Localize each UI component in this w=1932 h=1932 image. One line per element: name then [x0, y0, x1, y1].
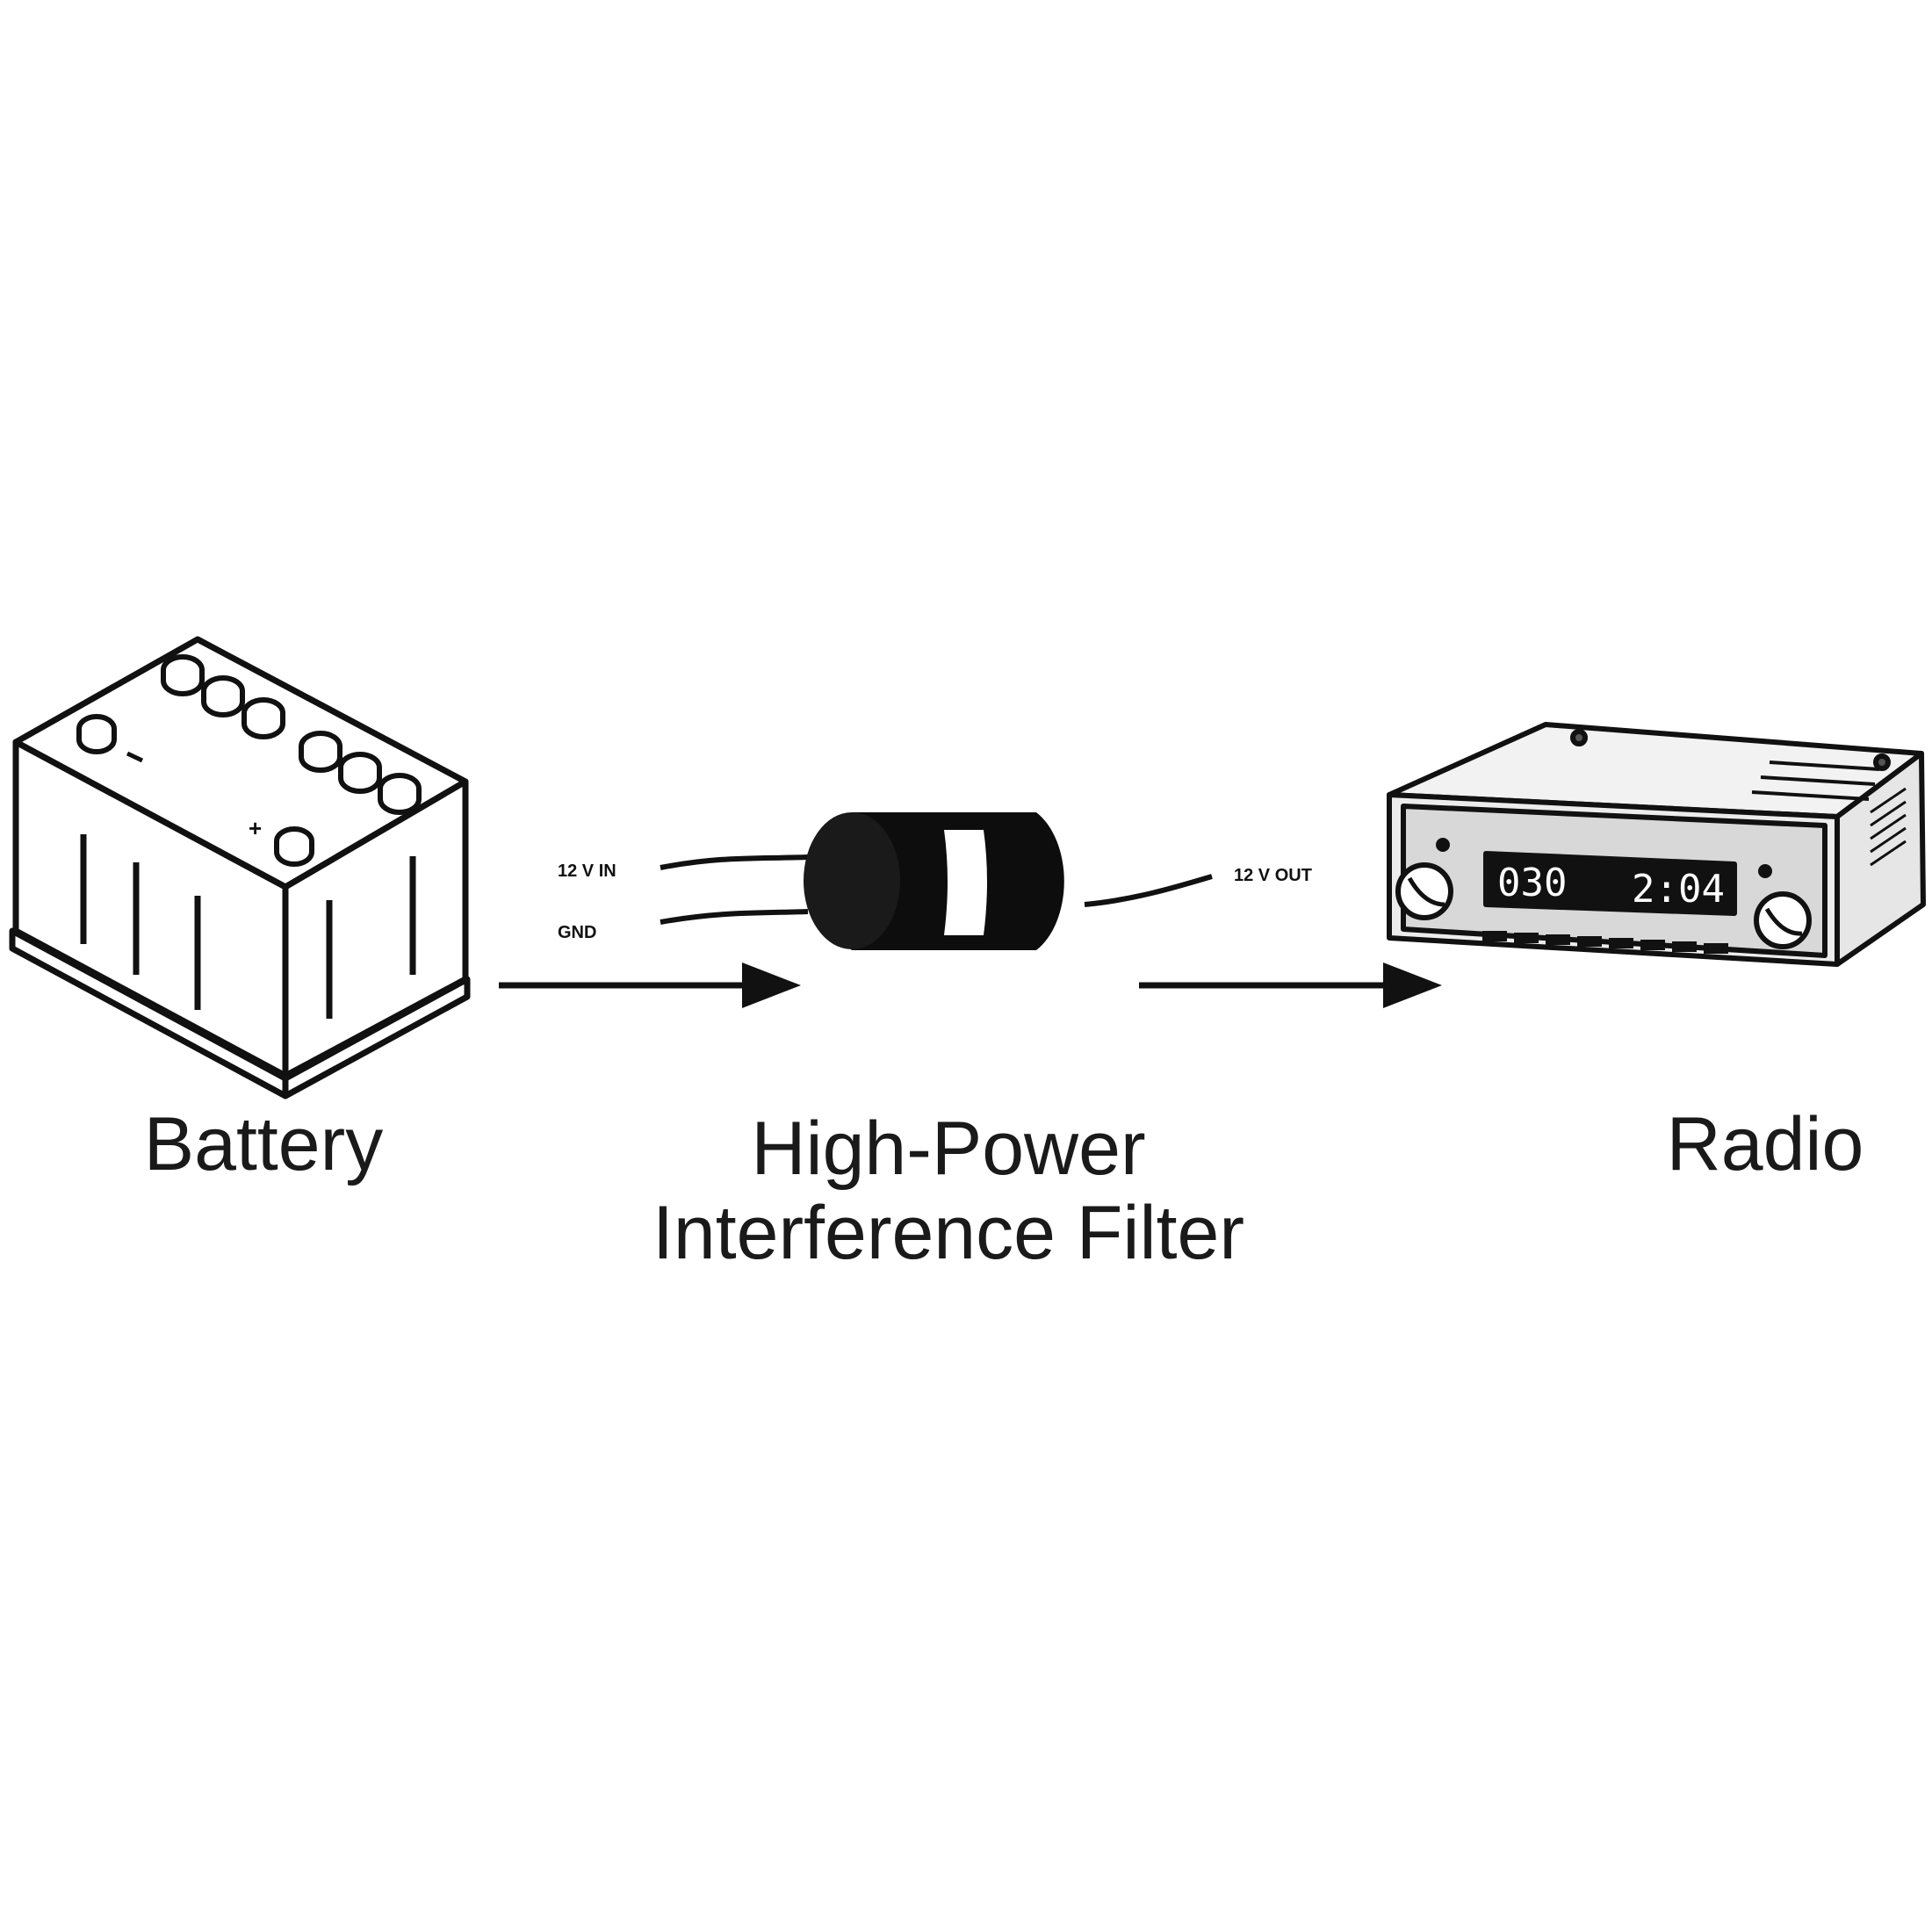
- filter-coil-icon: [660, 812, 1213, 950]
- filter-label-line-1: High-Power: [751, 1107, 1146, 1191]
- battery-label: Battery: [143, 1102, 384, 1186]
- arrow-icon: [1139, 962, 1442, 1008]
- wire-label-12v-out: 12 V OUT: [1234, 866, 1312, 885]
- radio-display-channel: 030: [1497, 861, 1567, 905]
- wire-label-ground: GND: [558, 923, 596, 942]
- radio-label: Radio: [1666, 1102, 1864, 1186]
- battery-icon: +: [9, 636, 471, 1099]
- filter-label-line-2: Interference Filter: [652, 1191, 1244, 1275]
- arrow-icon: [499, 962, 801, 1008]
- wire-label-12v-in: 12 V IN: [558, 861, 616, 881]
- svg-text:+: +: [249, 815, 262, 841]
- radio-display-time: 2:04: [1632, 867, 1725, 912]
- car-radio-icon: [1387, 722, 1926, 967]
- filter-label: High-Power Interference Filter: [597, 1107, 1300, 1275]
